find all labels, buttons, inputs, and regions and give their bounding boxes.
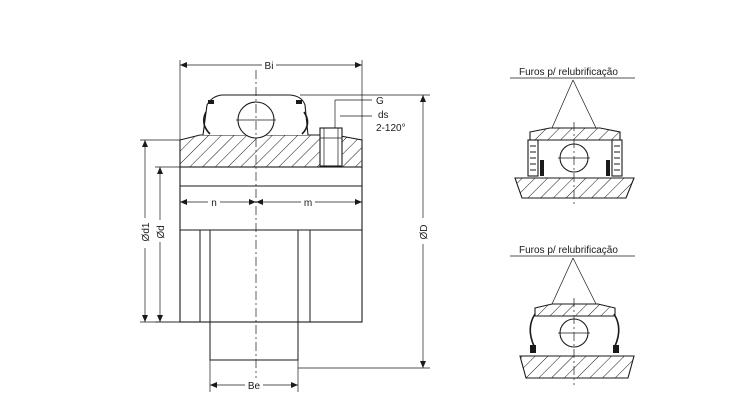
detail-view-1: Furos p/ relubrificação: [510, 67, 635, 205]
label-be: Be: [248, 381, 261, 392]
label-d: Ød: [156, 225, 167, 238]
main-section-view: Bi Be n m Ød1 Ød ØD G ds 2-120°: [138, 58, 430, 392]
grease-nipple: [319, 127, 343, 167]
label-ds: ds: [378, 110, 389, 121]
detail-1-inner-ring: [514, 177, 635, 199]
detail-2-leader: [551, 257, 597, 305]
label-d1: Ød1: [141, 222, 152, 241]
seal-right: [301, 111, 309, 135]
callout-leader: [334, 99, 372, 128]
label-bi: Bi: [265, 61, 274, 72]
label-m: m: [304, 198, 312, 209]
detail-2-label: Furos p/ relubrificação: [519, 245, 618, 256]
detail-2-outer-ring: [534, 303, 616, 317]
label-holes: 2-120°: [376, 123, 406, 134]
detail-2-inner-ring: [519, 355, 635, 379]
label-n: n: [211, 198, 217, 209]
label-od: ØD: [419, 225, 430, 240]
detail-1-leader: [551, 79, 597, 129]
inner-ring-body: [179, 166, 363, 323]
label-g: G: [376, 96, 384, 107]
seal-left: [202, 111, 211, 135]
detail-1-outer-ring: [529, 127, 621, 141]
detail-1-label: Furos p/ relubrificação: [519, 67, 618, 78]
detail-view-2: Furos p/ relubrificação: [510, 245, 635, 385]
